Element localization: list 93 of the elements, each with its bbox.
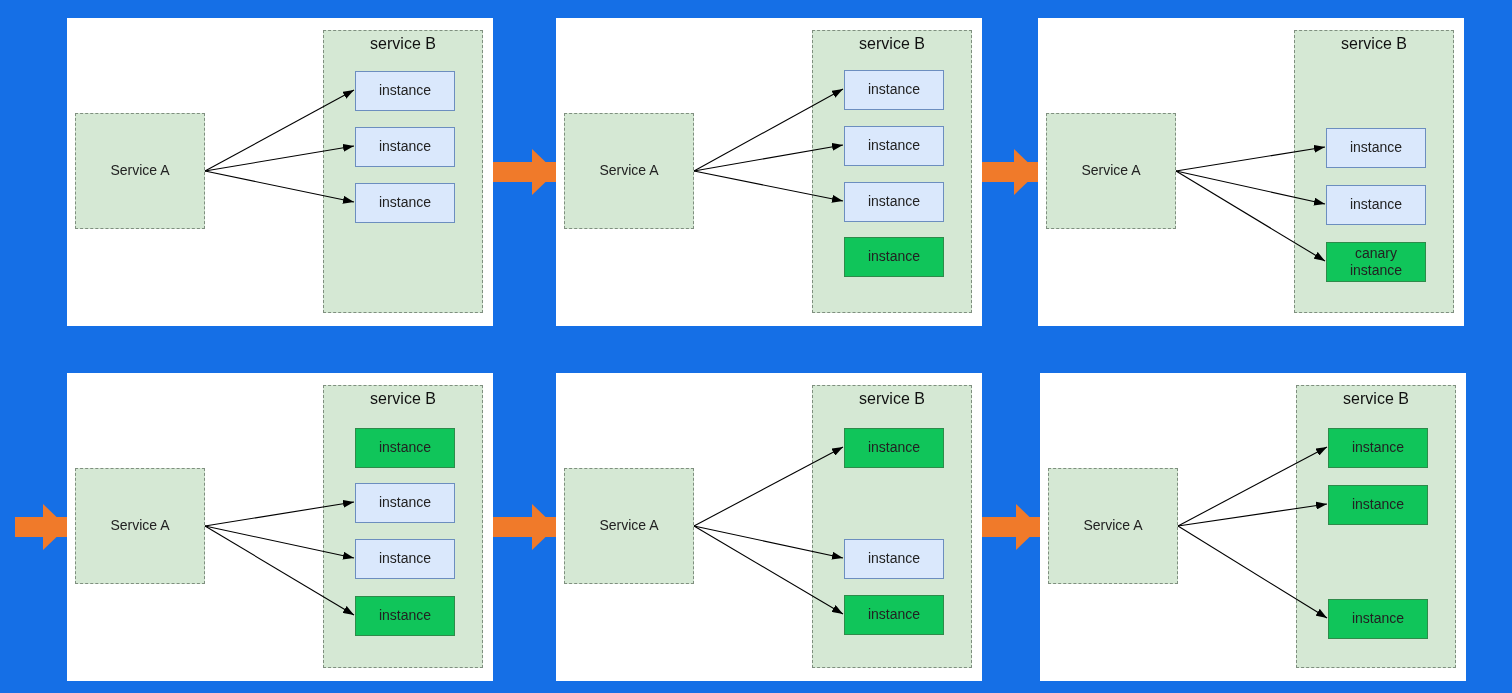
node-label: instance (867, 137, 921, 155)
arrow (204, 525, 355, 616)
instance-box (355, 483, 455, 523)
node-label: instance (867, 193, 921, 211)
arrow (1177, 446, 1328, 527)
service-box (1046, 113, 1176, 229)
arrow (693, 142, 844, 172)
service-group (323, 385, 483, 668)
group-title: service B (369, 35, 437, 53)
group-title: service B (1342, 390, 1410, 408)
arrow (693, 170, 844, 203)
arrow (693, 88, 844, 172)
node-label: instance (378, 607, 432, 625)
node-label: instance (867, 81, 921, 99)
node-label: Service A (599, 517, 659, 535)
arrow (204, 89, 355, 172)
group-title: service B (1340, 35, 1408, 53)
node-label: Service A (1081, 162, 1141, 180)
node-label: instance (1351, 496, 1405, 514)
node-label: instance (378, 138, 432, 156)
instance-box (355, 183, 455, 223)
instance-box (1326, 242, 1426, 282)
block-arrow (15, 504, 67, 550)
service-group (1296, 385, 1456, 668)
service-group (812, 385, 972, 668)
service-group (323, 30, 483, 313)
arrow (1175, 144, 1326, 172)
diagram-panel (67, 373, 493, 681)
node-label: instance (1349, 196, 1403, 214)
arrow (204, 170, 355, 204)
service-box (1048, 468, 1178, 584)
node-label: Service A (110, 517, 170, 535)
arrow (1175, 170, 1326, 262)
group-title: service B (858, 35, 926, 53)
node-label: instance (867, 550, 921, 568)
instance-box (844, 126, 944, 166)
node-label: instance (867, 606, 921, 624)
instance-box (844, 595, 944, 635)
block-arrow (493, 504, 556, 550)
service-group (1294, 30, 1454, 313)
node-label: instance (378, 82, 432, 100)
block-arrow (982, 504, 1040, 550)
node-label: instance (1351, 439, 1405, 457)
instance-box (844, 428, 944, 468)
arrow (693, 525, 844, 615)
instance-box (1328, 485, 1428, 525)
instance-box (1326, 185, 1426, 225)
node-label: Service A (599, 162, 659, 180)
arrow (1177, 501, 1328, 527)
arrow (1177, 525, 1328, 619)
arrow (204, 499, 355, 527)
instance-box (355, 539, 455, 579)
instance-box (355, 127, 455, 167)
node-label: Service A (110, 162, 170, 180)
instance-box (355, 596, 455, 636)
arrow (693, 525, 844, 560)
instance-box (355, 428, 455, 468)
node-label: Service A (1083, 517, 1143, 535)
diagram-panel (1040, 373, 1466, 681)
arrow (204, 143, 355, 172)
service-group (812, 30, 972, 313)
instance-box (1328, 428, 1428, 468)
diagram-panel (556, 18, 982, 326)
arrow (1175, 170, 1326, 206)
diagram-panel (556, 373, 982, 681)
node-label: instance (1351, 610, 1405, 628)
service-box (564, 113, 694, 229)
instance-box (844, 70, 944, 110)
service-box (75, 468, 205, 584)
group-title: service B (369, 390, 437, 408)
node-label: instance (378, 550, 432, 568)
block-arrow (493, 149, 556, 195)
instance-box (844, 539, 944, 579)
diagram-panel (1038, 18, 1464, 326)
diagram-panel (67, 18, 493, 326)
node-label: instance (378, 194, 432, 212)
service-box (75, 113, 205, 229)
node-label: instance (867, 439, 921, 457)
instance-box (1326, 128, 1426, 168)
instance-box (355, 71, 455, 111)
instance-box (844, 182, 944, 222)
node-label: canary instance (1348, 244, 1404, 280)
group-title: service B (858, 390, 926, 408)
service-box (564, 468, 694, 584)
instance-box (844, 237, 944, 277)
arrow (204, 525, 355, 560)
arrow (693, 446, 844, 527)
node-label: instance (1349, 139, 1403, 157)
node-label: instance (378, 439, 432, 457)
block-arrow (982, 149, 1038, 195)
instance-box (1328, 599, 1428, 639)
node-label: instance (378, 494, 432, 512)
node-label: instance (867, 248, 921, 266)
